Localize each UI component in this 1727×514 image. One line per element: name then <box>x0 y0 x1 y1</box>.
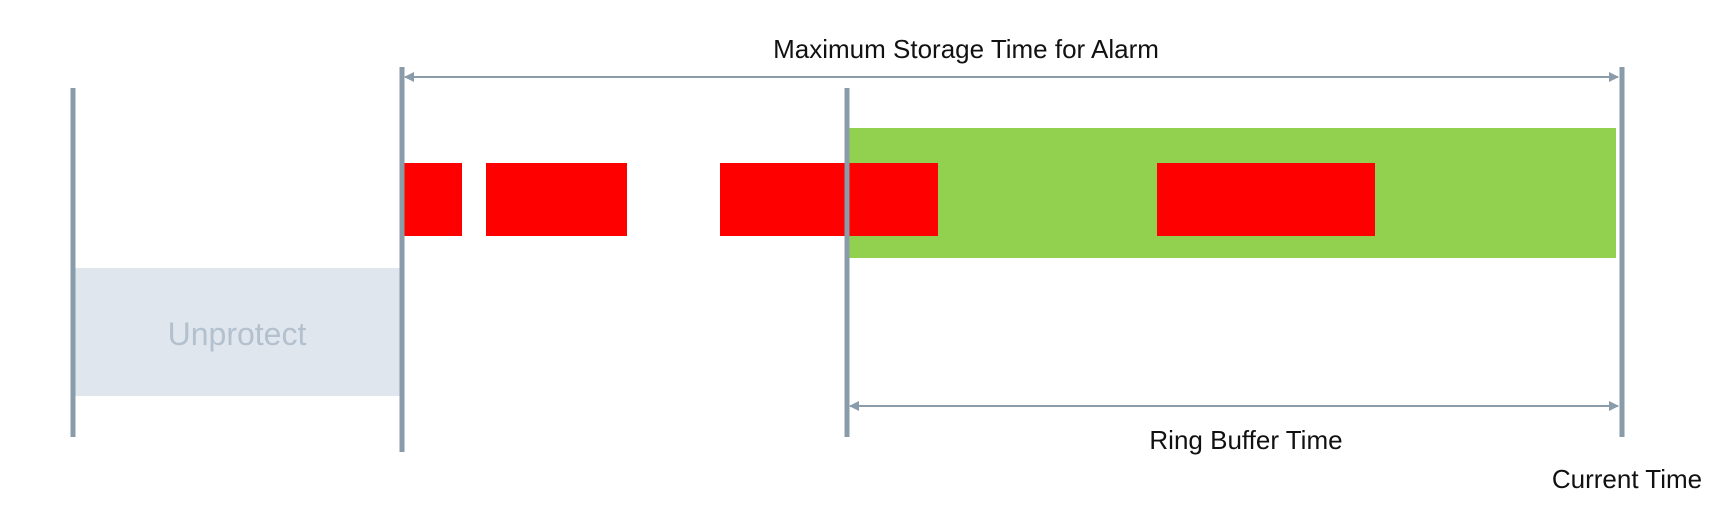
alarm-segment <box>1157 163 1375 236</box>
current-time-label: Current Time <box>1552 464 1702 494</box>
unprotect-label: Unprotect <box>168 316 307 352</box>
alarm-segment <box>720 163 938 236</box>
alarm-segment <box>486 163 627 236</box>
ring-buffer-label: Ring Buffer Time <box>1149 425 1342 455</box>
max-storage-label: Maximum Storage Time for Alarm <box>773 34 1159 64</box>
unprotect-region <box>75 268 400 396</box>
alarm-segment <box>404 163 462 236</box>
